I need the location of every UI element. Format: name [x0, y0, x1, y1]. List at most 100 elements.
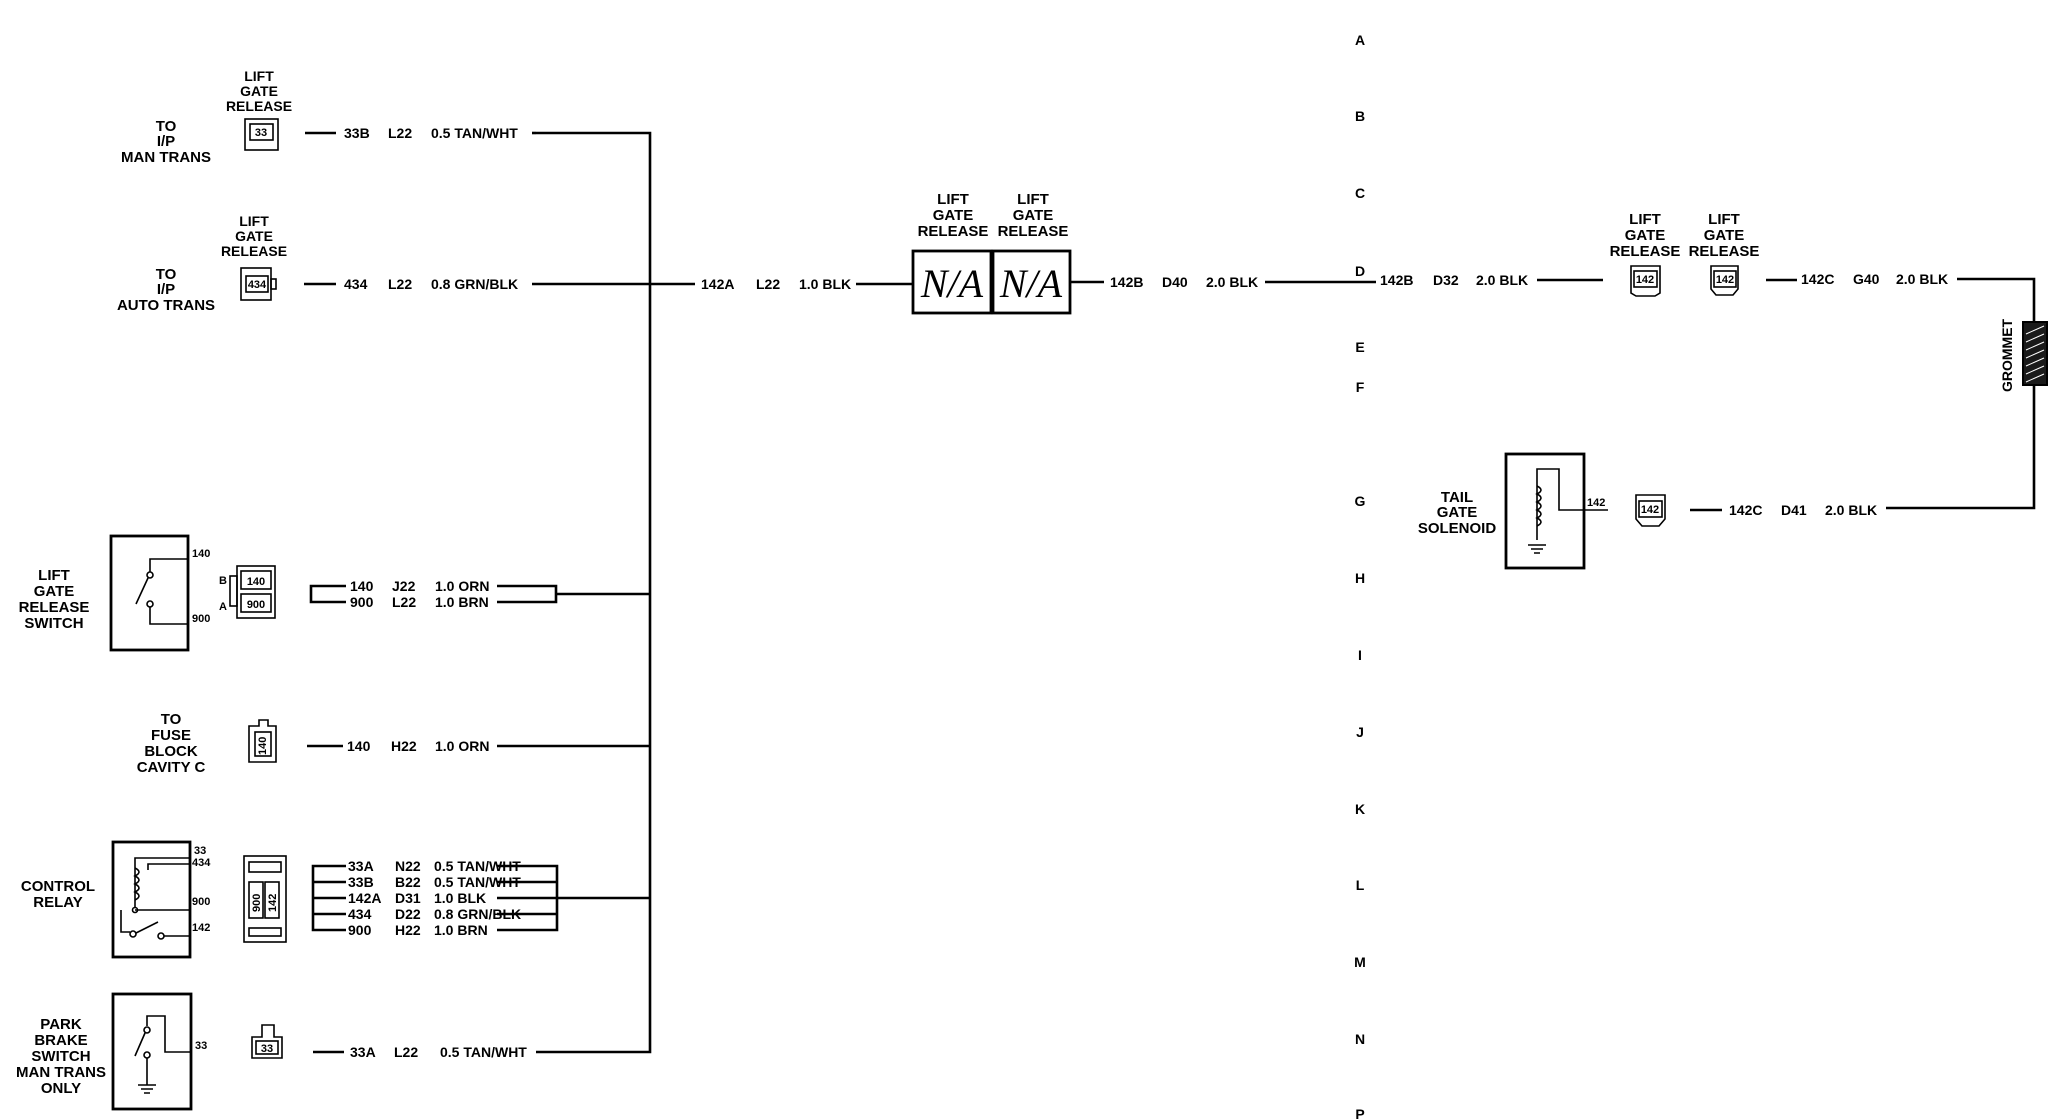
na-label: N/A — [999, 261, 1063, 306]
connector-title: RELEASE — [918, 223, 989, 240]
wire-location: D31 — [395, 890, 421, 906]
wire-circuit: 434 — [344, 276, 368, 292]
relay-pin: 33 — [194, 845, 206, 857]
component-label: PARK — [40, 1016, 82, 1033]
zone-letter: N — [1355, 1031, 1365, 1047]
zone-letter: E — [1355, 339, 1364, 355]
component-label: I/P — [157, 133, 175, 150]
wire-spec: 0.5 TAN/WHT — [434, 874, 521, 890]
connector-title: LIFT — [1629, 211, 1661, 228]
wire-circuit: 142A — [348, 890, 381, 906]
wire-location: L22 — [388, 276, 412, 292]
connector-title: RELEASE — [998, 223, 1069, 240]
component-label: GATE — [34, 583, 75, 600]
connector-icon: 142 — [1630, 265, 1661, 297]
connector-pin: 900 — [247, 599, 265, 611]
wire-location: J22 — [392, 578, 416, 594]
wire-location: L22 — [392, 594, 416, 610]
zone-letter: H — [1355, 570, 1365, 586]
component-label: FUSE — [151, 727, 191, 744]
wire-location: L22 — [394, 1044, 418, 1060]
connector-title: GATE — [933, 207, 974, 224]
wire-spec: 2.0 BLK — [1476, 272, 1528, 288]
component-label: TO — [156, 266, 177, 283]
na-connector-box — [911, 249, 993, 315]
connector-icon: 142 — [1635, 494, 1666, 527]
zone-letter: J — [1356, 724, 1364, 740]
switch-pin: 140 — [192, 548, 210, 560]
component-label: CAVITY C — [137, 759, 206, 776]
component-label: MAN TRANS — [16, 1064, 106, 1081]
component-label: RELAY — [33, 894, 82, 911]
wire-location: D32 — [1433, 272, 1459, 288]
wire-142c-g40: 142C G40 2.0 BLK — [1766, 271, 2036, 510]
zone-letter: P — [1355, 1106, 1364, 1120]
zone-letters: A B C D E F G H I J K L M N P — [1354, 32, 1366, 1120]
grommet: GROMMET — [1999, 318, 2048, 392]
component-label: I/P — [157, 281, 175, 298]
zone-letter: L — [1356, 877, 1365, 893]
wire-spec: 1.0 BLK — [434, 890, 486, 906]
wire-spec: 0.5 TAN/WHT — [440, 1044, 527, 1060]
component-label: SWITCH — [24, 615, 83, 632]
cavity-letter: A — [219, 601, 227, 613]
component-label: MAN TRANS — [121, 149, 211, 166]
connector-pin: 140 — [247, 576, 265, 588]
na-connectors: LIFT GATE RELEASE LIFT GATE RELEASE N/A … — [911, 191, 1072, 315]
connector-title: LIFT — [1708, 211, 1740, 228]
relay-pin: 142 — [192, 922, 210, 934]
wire-location: D40 — [1162, 274, 1188, 290]
component-label: LIFT — [38, 567, 70, 584]
connector-icon: 140 — [248, 719, 277, 763]
zone-letter: G — [1355, 493, 1366, 509]
wire-spec: 2.0 BLK — [1896, 271, 1948, 287]
main-bus-wire — [536, 131, 652, 1054]
coil-symbol — [1535, 485, 1542, 527]
connector-title: GATE — [240, 83, 278, 99]
connector-pin: 142 — [1641, 504, 1659, 516]
connector-title: LIFT — [937, 191, 969, 208]
wire-location: D41 — [1781, 502, 1807, 518]
wire-spec: 1.0 ORN — [435, 738, 489, 754]
wire-spec: 0.8 GRN/BLK — [434, 906, 521, 922]
connector-icon: 140 900 B A — [219, 565, 276, 619]
na-connector-box — [991, 249, 1072, 315]
wire-circuit: 142C — [1729, 502, 1762, 518]
wire-spec: 1.0 BRN — [435, 594, 489, 610]
component-label: SWITCH — [31, 1048, 90, 1065]
wire-circuit: 140 — [350, 578, 374, 594]
component-label: CONTROL — [21, 878, 95, 895]
switch-box — [109, 534, 190, 652]
wire-circuit: 142C — [1801, 271, 1834, 287]
wire-location: G40 — [1853, 271, 1880, 287]
component-label: TAIL — [1441, 489, 1473, 506]
component-label: TO — [161, 711, 182, 728]
zone-letter: K — [1355, 801, 1365, 817]
connector-pin: 142 — [267, 894, 279, 912]
cavity-letter: B — [219, 575, 227, 587]
wire-location: L22 — [756, 276, 780, 292]
component-label: BLOCK — [144, 743, 197, 760]
na-label: N/A — [920, 261, 984, 306]
connector-pin: 142 — [1636, 274, 1654, 286]
connector-icon: 33 — [251, 1024, 283, 1059]
component-label: ONLY — [41, 1080, 81, 1097]
wire-location: H22 — [395, 922, 421, 938]
wire-spec: 1.0 BRN — [434, 922, 488, 938]
solenoid-pin: 142 — [1587, 497, 1605, 509]
zone-letter: A — [1355, 32, 1365, 48]
wire-circuit: 434 — [348, 906, 372, 922]
wire-spec: 2.0 BLK — [1206, 274, 1258, 290]
connector-title: LIFT — [244, 68, 274, 84]
connector-title: RELEASE — [1689, 243, 1760, 260]
zone-letter: C — [1355, 185, 1365, 201]
solenoid-box — [1504, 452, 1586, 570]
component-label: GATE — [1437, 504, 1478, 521]
connector-title: GATE — [235, 228, 273, 244]
wire-spec: 0.5 TAN/WHT — [431, 125, 518, 141]
ground-symbol — [1528, 544, 1546, 554]
tail-gate-solenoid: TAIL GATE SOLENOID 142 142 142C D41 2.0 … — [1418, 452, 1877, 570]
connector-icon: 142 — [1710, 265, 1739, 296]
connector-title: GATE — [1704, 227, 1745, 244]
component-label: AUTO TRANS — [117, 297, 215, 314]
